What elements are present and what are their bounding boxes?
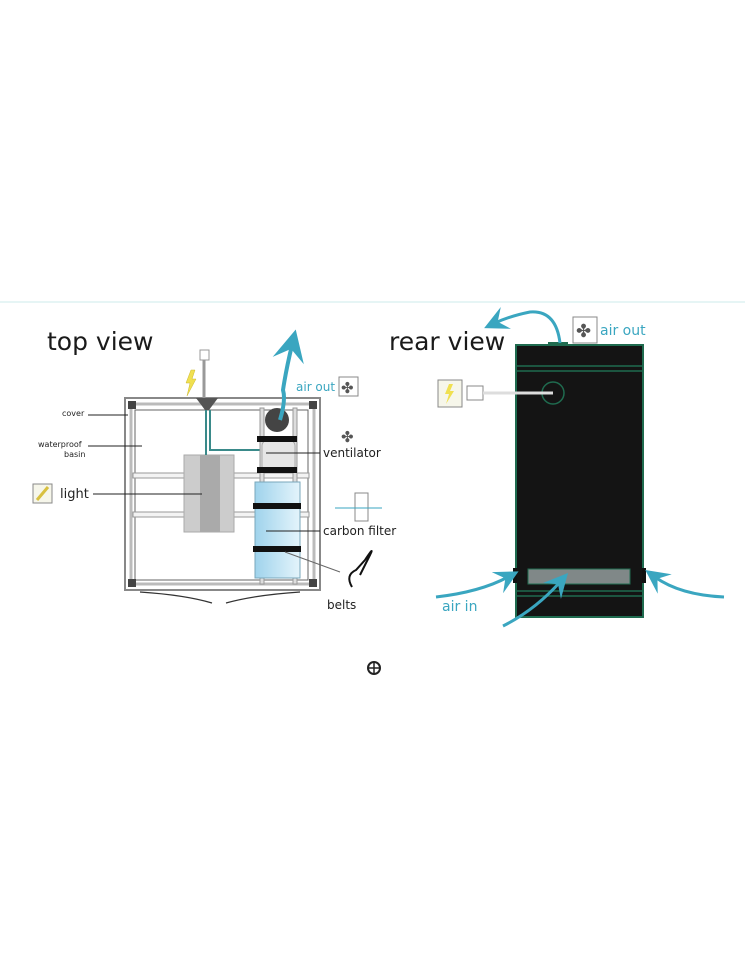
- waterproof-label: waterproof: [38, 440, 82, 449]
- air-in-arrows: [435, 569, 725, 628]
- cover-label: cover: [62, 409, 85, 418]
- lightning-icon: [185, 369, 197, 397]
- rear-air-out-arrow: [484, 307, 562, 344]
- rear-power-plug: [437, 379, 553, 408]
- watermark-icon: [367, 661, 381, 675]
- power-cable: [185, 349, 265, 455]
- air-out-arrow: [272, 329, 304, 421]
- tent-rear: [513, 342, 646, 618]
- belts-icon: [348, 550, 373, 588]
- belts-label: belts: [327, 598, 356, 612]
- carbon-filter-icon: [335, 492, 382, 522]
- svg-text:✤: ✤: [341, 379, 354, 397]
- air-in-label: air in: [442, 599, 477, 615]
- bulb-icon: [32, 483, 53, 504]
- ventilator-and-filter: [253, 329, 304, 585]
- carbon-filter-label: carbon filter: [323, 524, 396, 538]
- top-view-title: top view: [47, 327, 153, 356]
- basin-label: basin: [64, 450, 85, 459]
- rear-view-title: rear view: [389, 327, 505, 356]
- light-label: light: [60, 487, 89, 502]
- rear-air-out-label: air out: [600, 323, 646, 339]
- fan-icon: ✤: [338, 376, 359, 397]
- top-air-out-label: air out: [296, 380, 335, 394]
- svg-text:✤: ✤: [576, 321, 591, 342]
- ventilator-label: ventilator: [323, 446, 381, 460]
- ventilator-fan-icon: ✤: [341, 428, 354, 446]
- leader-lines: [88, 414, 341, 573]
- rear-fan-icon: ✤: [572, 316, 598, 344]
